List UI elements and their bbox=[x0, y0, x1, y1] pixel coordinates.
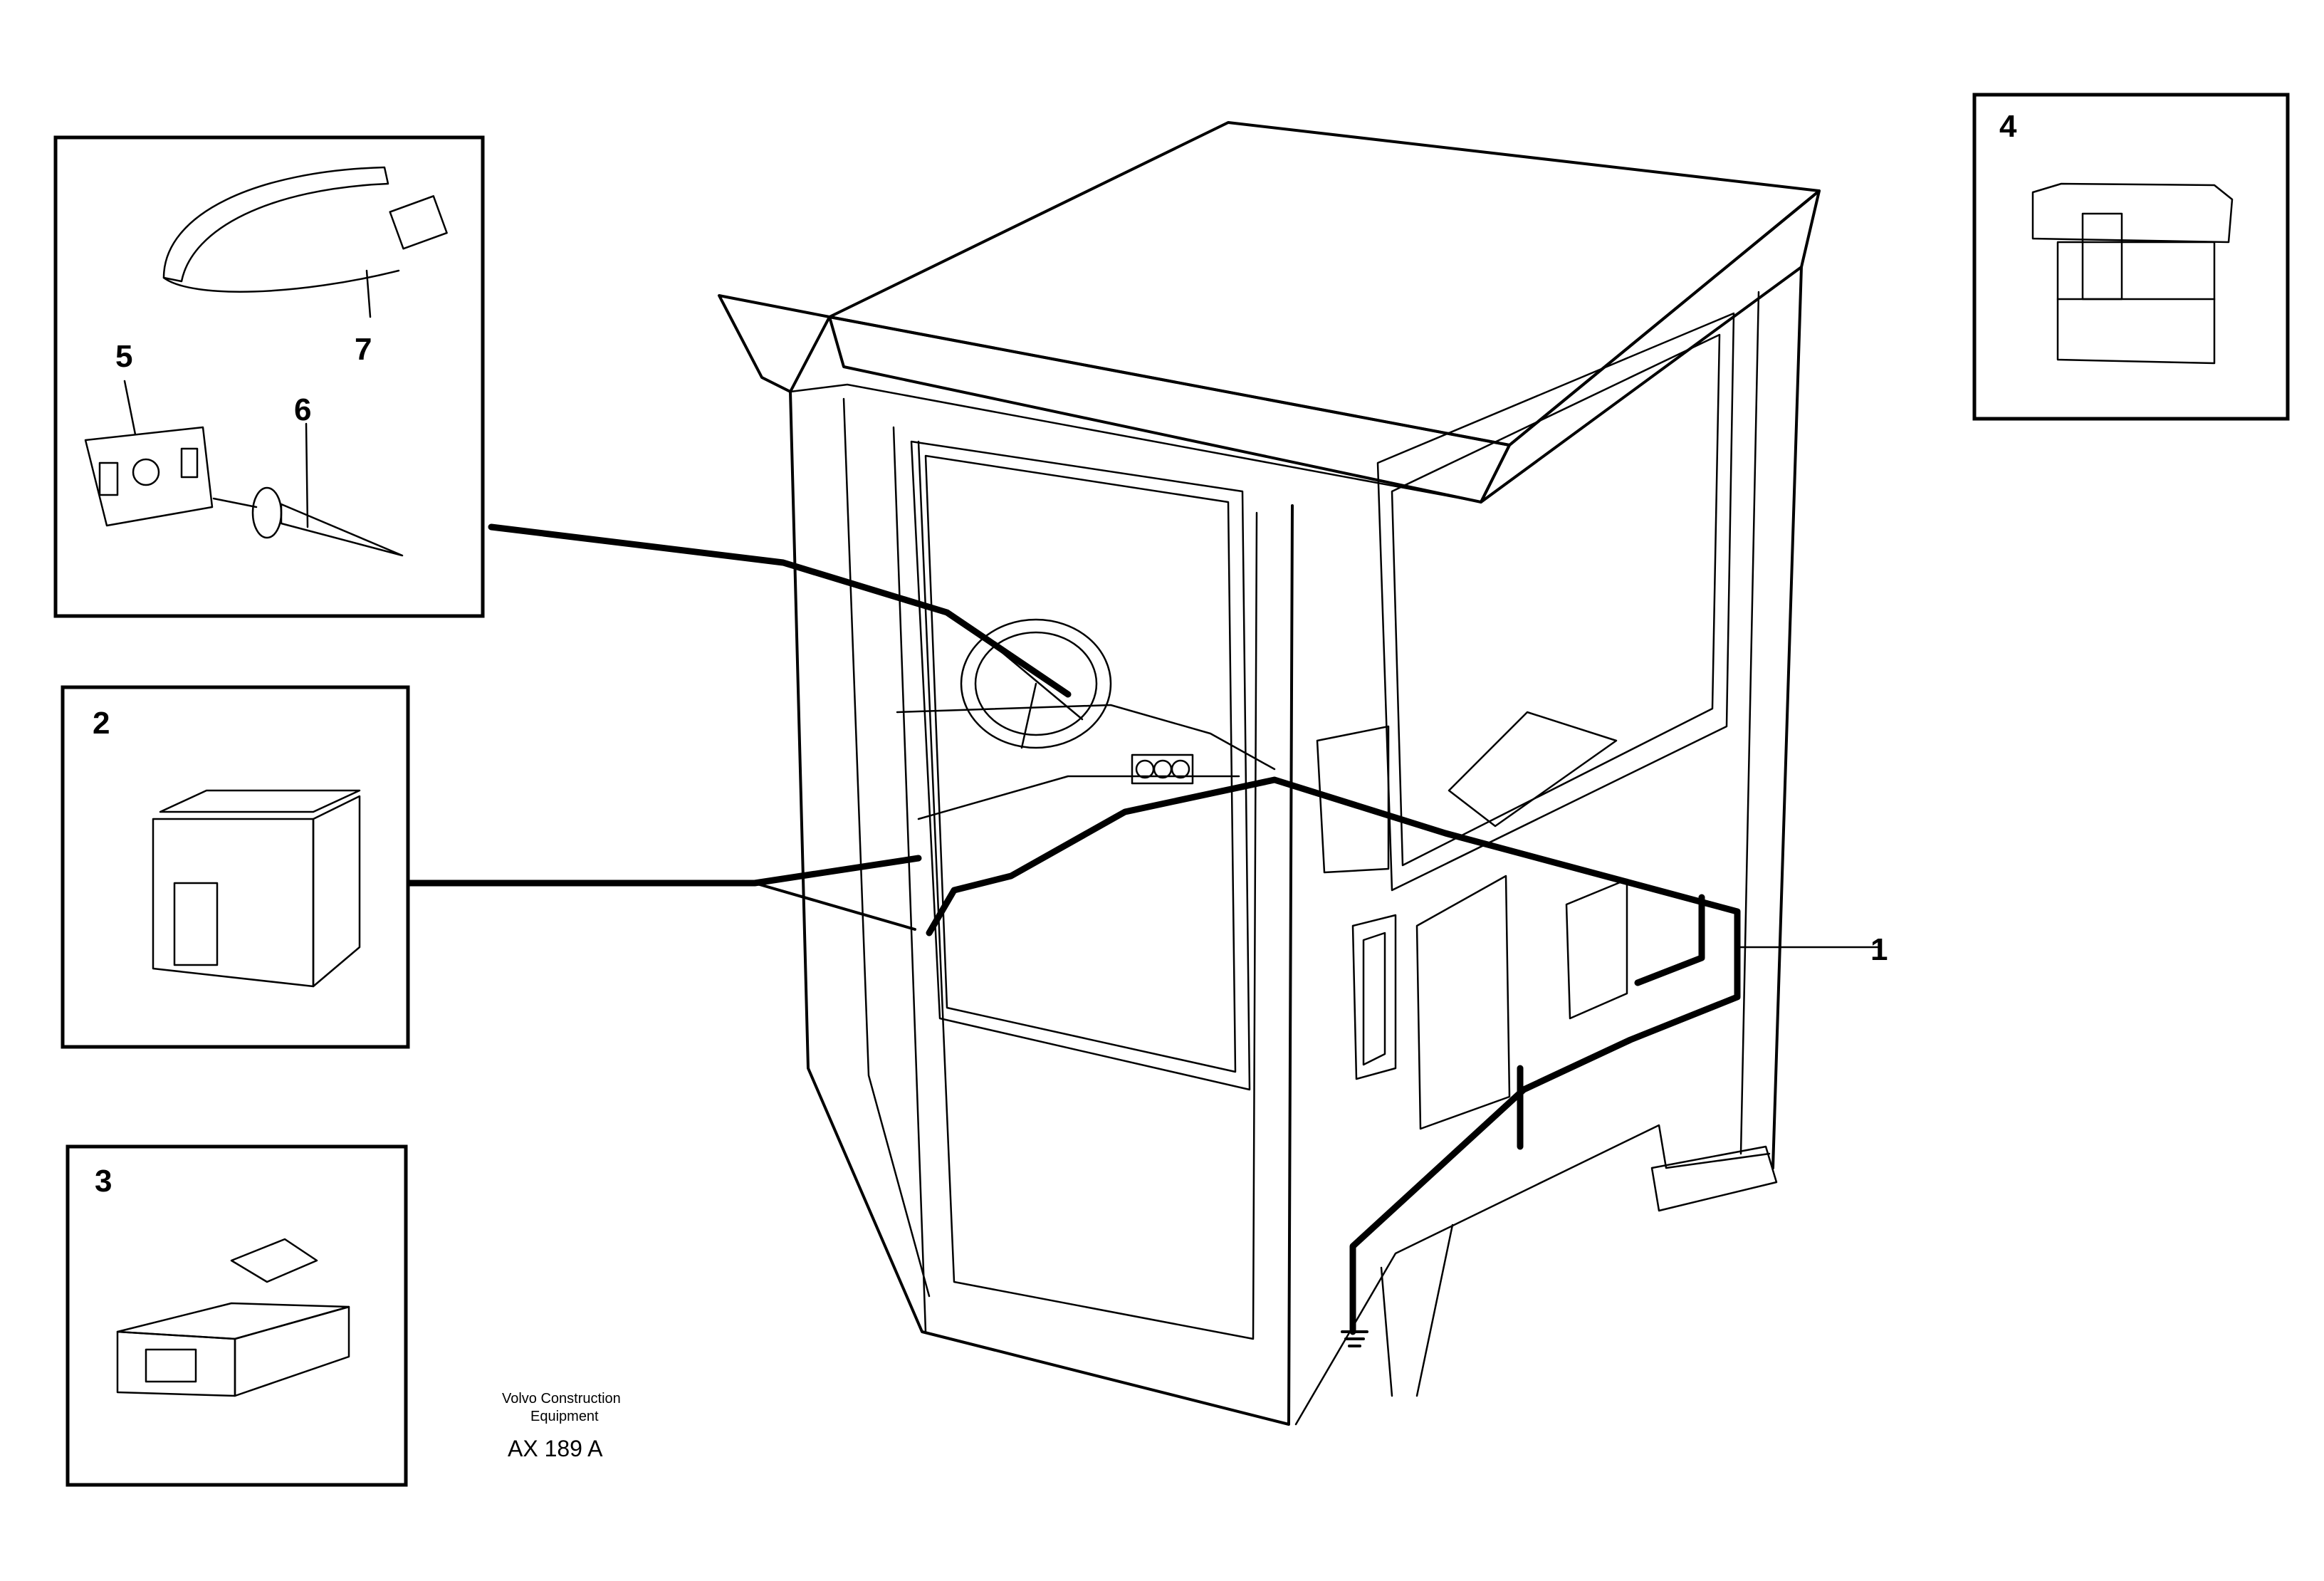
connector-icon bbox=[116, 1238, 350, 1397]
ground-icon bbox=[1341, 1330, 1368, 1347]
inset-clip-tie-rivet: 7 5 6 bbox=[53, 135, 485, 618]
cab-outline bbox=[718, 121, 1821, 1426]
clip-icon bbox=[84, 380, 214, 527]
credit-line-2: Equipment bbox=[530, 1409, 599, 1424]
figure-code: AX 189 A bbox=[508, 1436, 603, 1461]
credit-line-1: Volvo Construction bbox=[502, 1391, 621, 1407]
callout-3: 3 bbox=[95, 1164, 112, 1199]
relay-icon bbox=[152, 789, 361, 988]
inset-relay-2: 2 bbox=[61, 685, 410, 1049]
wiring-harness bbox=[926, 776, 1741, 1347]
cable-tie-icon bbox=[162, 166, 448, 318]
callout-2: 2 bbox=[93, 706, 110, 741]
callout-4: 4 bbox=[1999, 109, 2017, 144]
rivet-pin-icon bbox=[212, 422, 404, 557]
inset-connector-3: 3 bbox=[66, 1144, 408, 1487]
inset-relay-socket-4: 4 bbox=[1972, 93, 2290, 421]
callout-7: 7 bbox=[355, 332, 372, 367]
callout-5: 5 bbox=[115, 339, 132, 374]
callout-1: 1 bbox=[1870, 932, 1888, 967]
leader-lines bbox=[406, 523, 1881, 949]
relay-socket-icon bbox=[2031, 182, 2234, 365]
callout-6: 6 bbox=[294, 392, 311, 427]
